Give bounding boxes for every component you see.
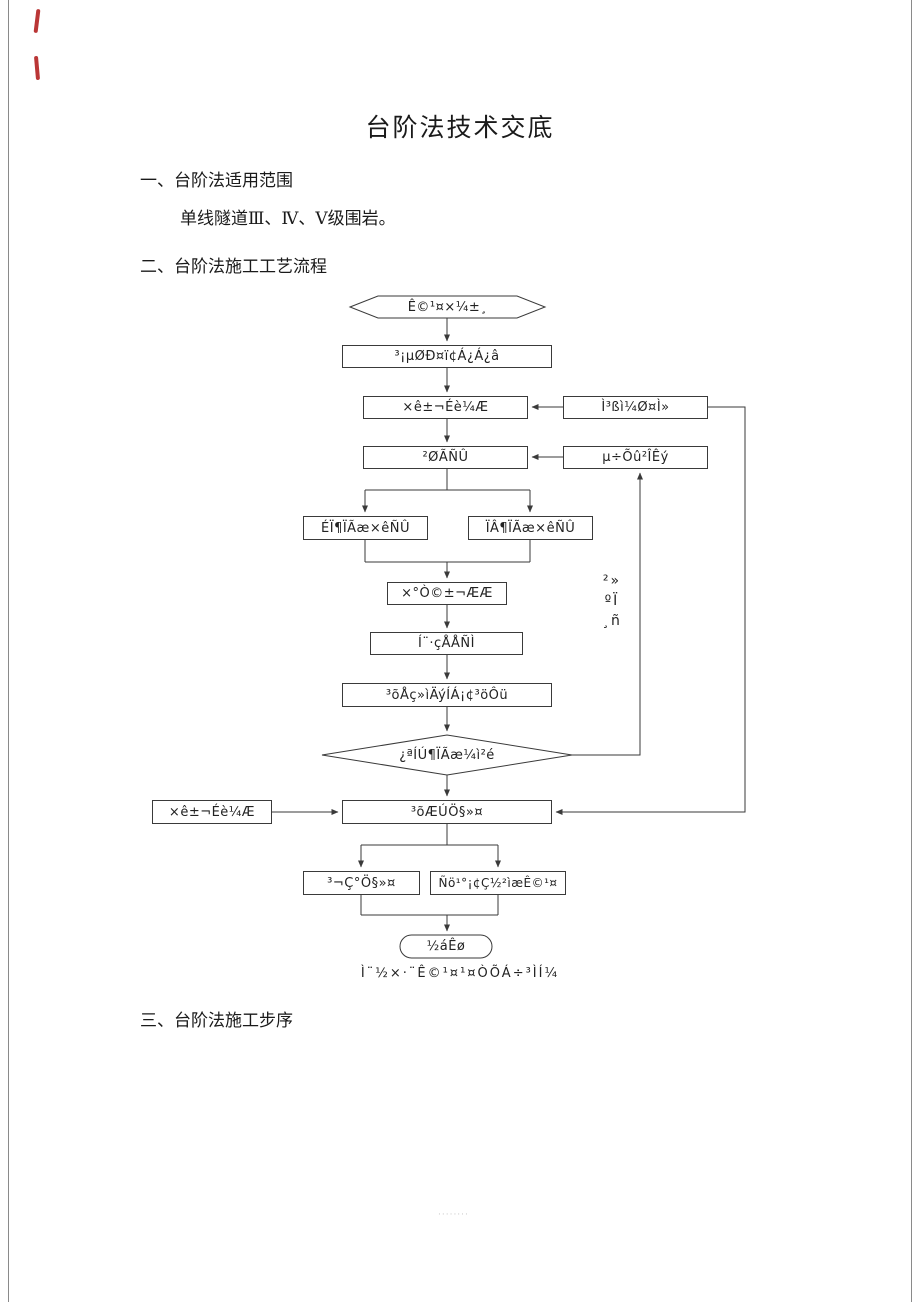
flow-start-shape <box>348 295 547 319</box>
fail-branch-label-row: ºÏ <box>604 593 620 609</box>
flow-node-drill-blast-design: ×ê±¬Éè¼Æ <box>363 396 528 419</box>
flow-node-adjust-params: µ÷Õû²ÎÊý <box>563 446 708 469</box>
flow-node-inspection: ¿ªÍÚ¶ÏÃæ¼ì²é <box>399 747 495 763</box>
fail-branch-label-row: ²» <box>602 573 622 589</box>
flow-node-invert-construction: Ñö¹°¡¢Ç½²ìæÊ©¹¤ <box>430 871 566 895</box>
page-title: 台阶法技术交底 <box>365 115 555 142</box>
flowchart-caption: Ì¨½×·¨Ê©¹¤¹¤ÒÕÁ÷³ÌÍ¼ <box>360 966 560 981</box>
flow-node-site-survey: ³¡µØÐ¤ï¢Á¿Á¿â <box>342 345 552 368</box>
flow-decision-shape <box>321 734 573 776</box>
page-left-border <box>8 0 9 1302</box>
flow-node-shotcrete-mucking: ³õÅç»ìÄýÍÁ¡¢³öÔü <box>342 683 552 707</box>
flow-node-advance-support: ³¬Ç°Ö§»¤ <box>303 871 420 895</box>
section-3-heading: 三、台阶法施工步序 <box>140 1011 293 1030</box>
flow-node-lower-face: ÏÂ¶ÏÃæ×êÑÛ <box>468 516 593 540</box>
flow-node-hole-layout: ²ØÃÑÛ <box>363 446 528 469</box>
flow-node-support-input: ×ê±¬Éè¼Æ <box>152 800 272 824</box>
flow-node-design-input: Ì³ßì¼Ø¤Ì» <box>563 396 708 419</box>
section-1-body: 单线隧道Ⅲ、Ⅳ、Ⅴ级围岩。 <box>180 209 396 228</box>
fail-branch-label: ²» ºÏ ¸ñ <box>602 571 622 631</box>
flow-node-start: Ê©¹¤×¼±¸ <box>407 299 488 315</box>
flow-node-end: ½áÊø <box>426 939 466 954</box>
flow-end-shape <box>399 934 493 959</box>
section-2-heading: 二、台阶法施工工艺流程 <box>140 257 327 276</box>
arrow-fail-loop <box>572 472 643 756</box>
flow-node-initial-support: ³õÆÚÖ§»¤ <box>342 800 552 824</box>
arrow-far-right-loop <box>555 406 746 815</box>
flow-node-charging-blasting: ×°Ò©±¬ÆÆ <box>387 582 507 605</box>
flow-node-upper-face: ÉÏ¶ÏÃæ×êÑÛ <box>303 516 428 540</box>
watermark-text: ········ <box>438 1210 469 1220</box>
fail-branch-label-row: ¸ñ <box>602 613 622 629</box>
flow-node-ventilation: Í¨·çÅÅÑÌ <box>370 632 523 655</box>
page-right-border <box>911 0 912 1302</box>
section-1-heading: 一、台阶法适用范围 <box>140 171 293 190</box>
